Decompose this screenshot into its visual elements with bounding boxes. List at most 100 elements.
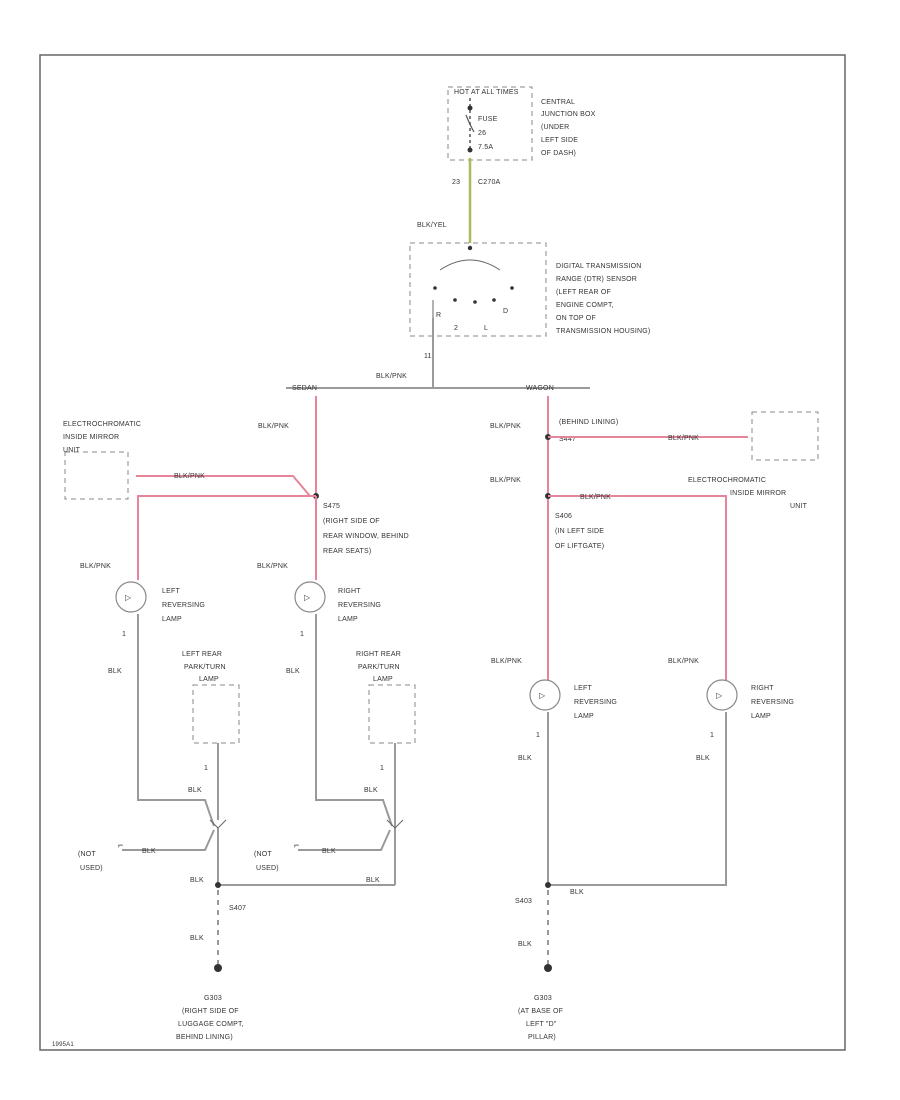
sedan-right-lamp-label-1: RIGHT xyxy=(338,588,361,595)
svg-text:▷: ▷ xyxy=(304,593,311,602)
sedan-mirror-wire-label: BLK/PNK xyxy=(174,473,205,480)
not-used-2-b: USED) xyxy=(256,865,279,872)
sedan-ground-desc-3: BEHIND LINING) xyxy=(176,1034,233,1041)
sedan-left-lamp-wire: BLK/PNK xyxy=(80,563,111,570)
wagon-wire-label: BLK/PNK xyxy=(490,423,521,430)
left-turn-label-1: LEFT REAR xyxy=(182,651,222,658)
left-turn-pin: 1 xyxy=(204,765,208,772)
wire-not-used-1 xyxy=(122,829,215,851)
blk-label-2: BLK xyxy=(322,848,336,855)
wire-label-main: BLK/PNK xyxy=(376,373,407,380)
splice-s447-id: S447 xyxy=(559,436,576,443)
not-used-1-b: USED) xyxy=(80,865,103,872)
connector-pin-11: 11 xyxy=(424,353,432,360)
sedan-mirror-label-3: UNIT xyxy=(63,447,81,454)
wagon-ground-desc-3: PILLAR) xyxy=(528,1034,556,1041)
wagon-right-reversing-lamp-icon xyxy=(706,679,738,711)
dtr-position-2: 2 xyxy=(454,325,458,332)
junction-box-location-3: (UNDER xyxy=(541,124,569,131)
branch-label-sedan: SEDAN xyxy=(292,385,317,392)
sedan-mirror-label-2: INSIDE MIRROR xyxy=(63,434,119,441)
sedan-left-lamp-pin: 1 xyxy=(122,631,126,638)
wagon-left-lamp-label-3: LAMP xyxy=(574,713,594,720)
left-turn-label-3: LAMP xyxy=(199,676,219,683)
diagram-frame xyxy=(39,54,846,1051)
dtr-label-2: RANGE (DTR) SENSOR xyxy=(556,276,637,283)
central-junction-box: HOT AT ALL TIMES FUSE 26 7.5A CENTRAL JU… xyxy=(447,86,595,161)
wire-left-lamp-ground xyxy=(137,614,215,827)
fuse-icon xyxy=(465,114,475,133)
sedan-left-lamp-label-2: REVERSING xyxy=(162,602,205,609)
left-turn-wire: BLK xyxy=(188,787,202,794)
right-turn-label-3: LAMP xyxy=(373,676,393,683)
dtr-position-r: R xyxy=(436,312,441,319)
sedan-right-reversing-lamp-icon xyxy=(294,581,326,613)
splice-s403-id: S403 xyxy=(515,898,532,905)
wagon-splice-wire-label: BLK/PNK xyxy=(580,494,611,501)
wire-wagon-right-ground xyxy=(548,712,727,886)
wagon-behind-lining: (BEHIND LINING) xyxy=(559,419,618,426)
dtr-sensor: R D 2 L DIGITAL TRANSMISSION RANGE (DTR)… xyxy=(409,242,650,337)
wagon-right-lamp-label-1: RIGHT xyxy=(751,685,774,692)
dtr-label-6: TRANSMISSION HOUSING) xyxy=(556,328,650,335)
wire-wagon-right-lamp-feed xyxy=(548,495,727,680)
splice-s475-desc-1: (RIGHT SIDE OF xyxy=(323,518,380,525)
ground-g303-wagon-icon xyxy=(544,964,552,972)
sedan-right-lamp-pin: 1 xyxy=(300,631,304,638)
wagon-left-lamp-ground-wire: BLK xyxy=(518,755,532,762)
wagon-right-lamp-pin: 1 xyxy=(710,732,714,739)
ground-g303-sedan-icon xyxy=(214,964,222,972)
dtr-position-l: L xyxy=(484,325,488,332)
svg-text:▷: ▷ xyxy=(539,691,546,700)
sedan-right-lamp-label-3: LAMP xyxy=(338,616,358,623)
fuse-header: HOT AT ALL TIMES xyxy=(454,89,519,96)
junction-box-outline xyxy=(447,86,533,161)
wagon-blk-right: BLK xyxy=(570,889,584,896)
wagon-mirror-label-2: INSIDE MIRROR xyxy=(730,490,786,497)
sedan-left-lamp-label-3: LAMP xyxy=(162,616,182,623)
splice-s407-id: S407 xyxy=(229,905,246,912)
not-used-2-a: (NOT xyxy=(254,851,272,858)
blk-label-4: BLK xyxy=(366,877,380,884)
connector-c270a: C270A xyxy=(478,179,501,186)
fuse-number: 26 xyxy=(478,130,486,137)
branch-label-wagon: WAGON xyxy=(526,385,554,392)
dtr-sensor-outline xyxy=(409,242,547,337)
fuse-terminal-bottom xyxy=(467,147,473,153)
wagon-mirror-unit xyxy=(751,411,819,461)
wagon-left-reversing-lamp-icon xyxy=(529,679,561,711)
sedan-wire-label: BLK/PNK xyxy=(258,423,289,430)
wire-not-used-2 xyxy=(298,829,391,851)
wire-label-blk-yel: BLK/YEL xyxy=(417,222,447,229)
sedan-left-lamp-label-1: LEFT xyxy=(162,588,180,595)
fuse-label: FUSE xyxy=(478,116,498,123)
splice-s403 xyxy=(545,882,551,888)
svg-text:▷: ▷ xyxy=(716,691,723,700)
svg-text:⌐: ⌐ xyxy=(118,840,123,850)
wire-right-lamp-ground xyxy=(315,614,393,827)
fuse-amps: 7.5A xyxy=(478,144,493,151)
dtr-label-1: DIGITAL TRANSMISSION xyxy=(556,263,642,270)
right-turn-pin: 1 xyxy=(380,765,384,772)
connector-pin-23: 23 xyxy=(452,179,460,186)
dtr-label-4: ENGINE COMPT, xyxy=(556,302,614,309)
wagon-ground-id: G303 xyxy=(534,995,552,1002)
splice-s406-desc-2: OF LIFTGATE) xyxy=(555,543,604,550)
fuse-terminal-top xyxy=(467,105,473,111)
junction-box-location-4: LEFT SIDE xyxy=(541,137,578,144)
connector-right xyxy=(386,819,404,829)
wagon-ground-wire: BLK xyxy=(518,941,532,948)
wagon-ground-desc-1: (AT BASE OF xyxy=(518,1008,563,1015)
sedan-ground-id: G303 xyxy=(204,995,222,1002)
wire-left-lamp-feed xyxy=(137,495,316,580)
sedan-ground-desc-2: LUGGAGE COMPT, xyxy=(178,1021,244,1028)
sedan-right-lamp-ground-wire: BLK xyxy=(286,668,300,675)
wagon-right-lamp-ground-wire: BLK xyxy=(696,755,710,762)
dtr-label-5: ON TOP OF xyxy=(556,315,596,322)
dtr-position-d: D xyxy=(503,308,508,315)
wagon-left-lamp-pin: 1 xyxy=(536,732,540,739)
wagon-left-lamp-wire: BLK/PNK xyxy=(491,658,522,665)
wagon-right-lamp-label-2: REVERSING xyxy=(751,699,794,706)
sedan-left-reversing-lamp-icon xyxy=(115,581,147,613)
